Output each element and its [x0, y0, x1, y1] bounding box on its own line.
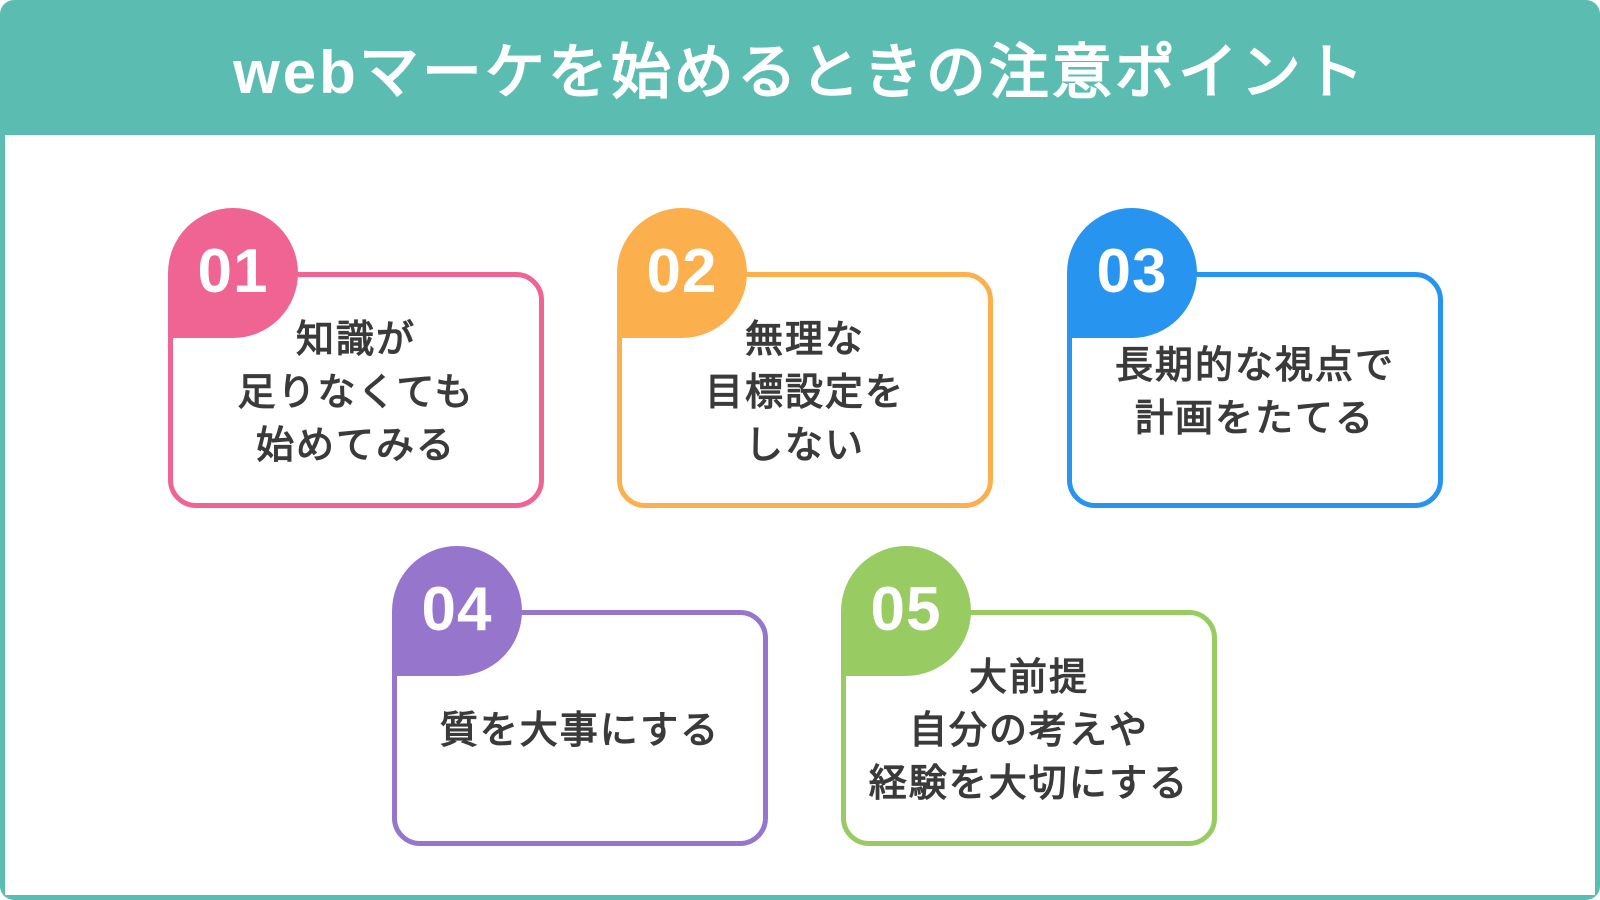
card-text-line: 自分の考えや	[908, 709, 1149, 752]
card-number-label: 05	[870, 574, 942, 644]
card-point-05: 05 大前提 自分の考えや 経験を大切にする	[841, 546, 1217, 846]
card-number-label: 02	[646, 236, 718, 306]
page-title: webマーケを始めるときの注意ポイント	[233, 39, 1367, 106]
card-number-badge: 01	[168, 208, 298, 338]
content-area: 01 知識が 足りなくても 始めてみる 02 無理な 目標設定を しない 03	[5, 135, 1595, 895]
card-text-line: 大前提	[968, 656, 1089, 699]
card-point-04: 04 質を大事にする	[392, 546, 768, 846]
card-text-line: 無理な	[744, 318, 865, 361]
card-number-label: 04	[421, 574, 493, 644]
card-number-badge: 04	[392, 546, 522, 676]
card-text-line: 足りなくても	[237, 371, 475, 414]
card-text: 長期的な視点で 計画をたてる	[1115, 334, 1395, 446]
card-point-03: 03 長期的な視点で 計画をたてる	[1067, 208, 1443, 508]
card-text: 知識が 足りなくても 始めてみる	[238, 308, 475, 473]
card-number-badge: 05	[841, 546, 971, 676]
card-text-line: 経験を大切にする	[868, 762, 1190, 805]
header-band: webマーケを始めるときの注意ポイント	[0, 0, 1600, 135]
card-point-02: 02 無理な 目標設定を しない	[617, 208, 993, 508]
card-text-line: 計画をたてる	[1134, 398, 1375, 440]
card-number-label: 01	[197, 236, 269, 306]
card-point-01: 01 知識が 足りなくても 始めてみる	[168, 208, 544, 508]
card-text: 無理な 目標設定を しない	[705, 308, 905, 473]
card-number-label: 03	[1096, 236, 1168, 306]
card-number-badge: 03	[1067, 208, 1197, 338]
card-text-line: しない	[744, 424, 865, 467]
card-text-line: 始めてみる	[255, 424, 456, 467]
card-text-line: 知識が	[295, 318, 416, 361]
card-text-line: 目標設定を	[704, 371, 905, 414]
card-text-line: 長期的な視点で	[1114, 345, 1395, 387]
card-text: 大前提 自分の考えや 経験を大切にする	[869, 646, 1189, 811]
card-text-line: 質を大事にする	[439, 709, 721, 752]
card-number-badge: 02	[617, 208, 747, 338]
card-text: 質を大事にする	[440, 699, 720, 758]
